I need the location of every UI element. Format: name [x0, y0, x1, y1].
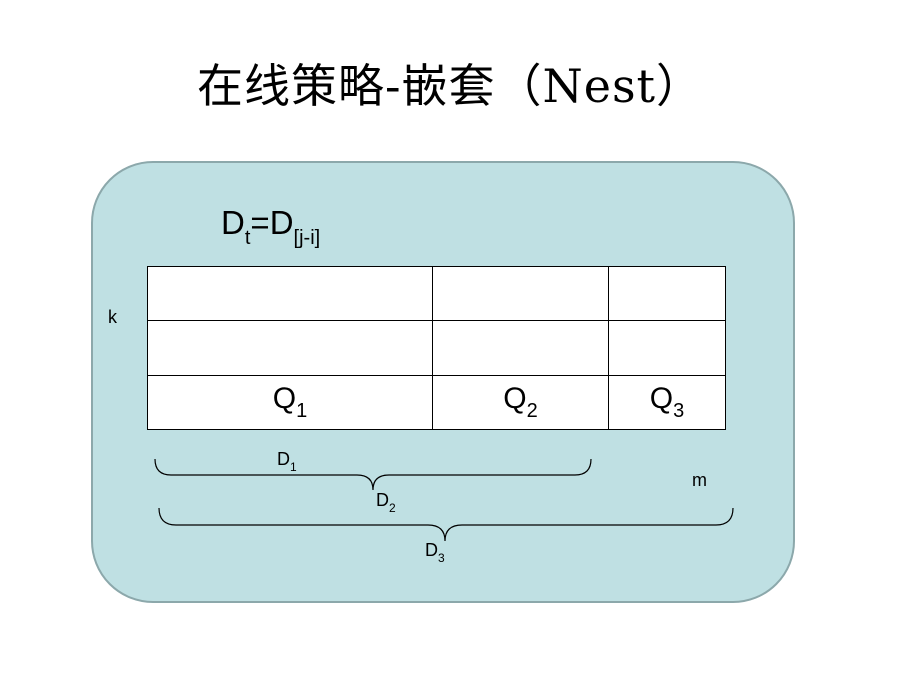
grid-cell: [432, 320, 609, 376]
query-cell-q1: Q1: [147, 375, 433, 430]
k-label: k: [108, 307, 117, 327]
grid-cell: [147, 320, 433, 376]
grid-cell: [147, 266, 433, 321]
data-grid: Q1 Q2 Q3: [147, 266, 726, 430]
brace-subscript: 1: [290, 460, 297, 474]
formula: Dt=D[j-i]: [221, 203, 320, 258]
grid-cell: [608, 266, 726, 321]
brace-d3: [158, 507, 734, 542]
brace-subscript: 3: [438, 551, 445, 565]
formula-lhs-subscript: t: [244, 227, 251, 249]
brace-label-d2: D2: [376, 490, 396, 518]
query-name: Q: [649, 382, 674, 415]
brace-subscript: 2: [389, 501, 396, 515]
brace-label-d1: D1: [277, 449, 297, 477]
query-name: Q: [272, 382, 297, 415]
brace-name: D: [376, 490, 389, 510]
query-subscript: 3: [673, 400, 685, 422]
brace-name: D: [425, 540, 438, 560]
formula-rhs-subscript: [j-i]: [293, 227, 321, 249]
formula-rhs: D: [269, 204, 294, 241]
brace-name: D: [277, 449, 290, 469]
slide-title: 在线策略-嵌套（Nest）: [196, 59, 704, 113]
formula-equals: =: [250, 204, 270, 241]
query-row: Q1 Q2 Q3: [147, 375, 726, 430]
brace-d1: [154, 458, 592, 491]
grid-row: [147, 320, 726, 376]
query-subscript: 2: [526, 400, 538, 422]
query-name: Q: [503, 382, 527, 415]
formula-lhs: D: [221, 204, 245, 241]
query-cell-q3: Q3: [608, 375, 726, 430]
m-label: m: [692, 470, 707, 490]
brace-label-d3: D3: [425, 540, 445, 568]
query-subscript: 1: [296, 400, 308, 422]
